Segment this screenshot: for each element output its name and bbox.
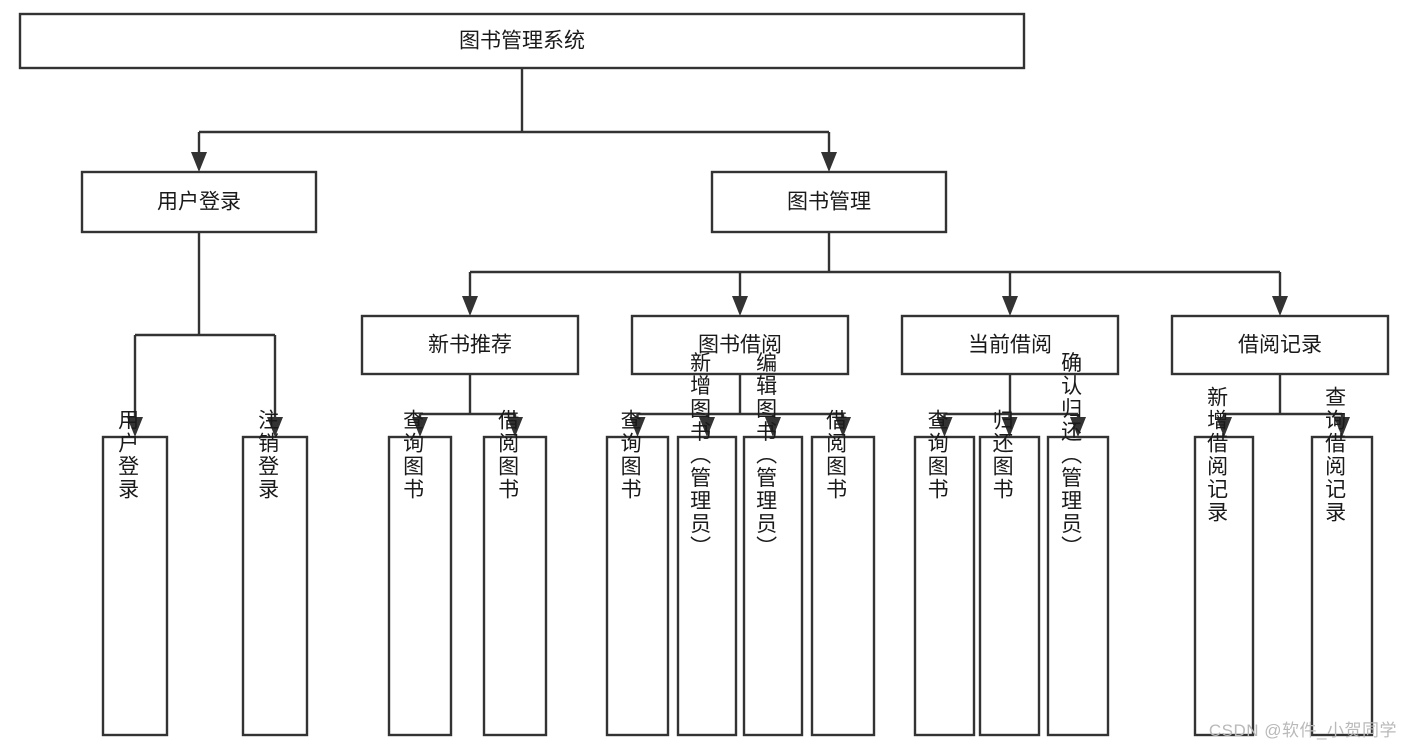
- node-leaf-query-book-borrow[interactable]: 查询图书: [605, 409, 670, 737]
- node-box-book-borrow: [630, 314, 850, 376]
- node-box-leaf-query-book-borrow: [605, 435, 670, 737]
- node-book-borrow[interactable]: 图书借阅: [630, 314, 850, 376]
- node-label-root: 图书管理系统: [459, 30, 585, 53]
- arrow-head-icon: [1001, 417, 1018, 437]
- node-box-leaf-return-book: [978, 435, 1041, 737]
- node-leaf-borrow-book-recommend[interactable]: 借阅图书: [482, 409, 548, 737]
- node-label-current-borrow: 当前借阅: [968, 334, 1052, 357]
- node-leaf-add-book-admin[interactable]: 新增图书（管理员）: [676, 352, 738, 737]
- node-label-leaf-query-borrow-record: 查询借阅记录: [1323, 386, 1347, 524]
- node-leaf-query-book-recommend[interactable]: 查询图书: [387, 409, 453, 737]
- node-leaf-confirm-return-admin[interactable]: 确认归还（管理员）: [1046, 352, 1110, 737]
- arrow-head-icon: [1334, 417, 1350, 437]
- node-box-leaf-borrow-book-recommend: [482, 435, 548, 737]
- node-box-leaf-confirm-return-admin: [1046, 435, 1110, 737]
- node-label-book-borrow: 图书借阅: [698, 334, 782, 357]
- node-user-login[interactable]: 用户登录: [80, 170, 318, 234]
- node-box-leaf-add-borrow-record: [1193, 435, 1255, 737]
- node-box-leaf-query-book-recommend: [387, 435, 453, 737]
- node-box-leaf-user-login: [101, 435, 169, 737]
- node-label-leaf-borrow-book: 借阅图书: [824, 409, 848, 501]
- arrow-head-icon: [1002, 296, 1018, 316]
- node-label-borrow-record: 借阅记录: [1238, 334, 1322, 357]
- arrow-head-icon: [629, 417, 646, 437]
- node-leaf-return-book[interactable]: 归还图书: [978, 409, 1041, 737]
- node-borrow-record[interactable]: 借阅记录: [1170, 314, 1390, 376]
- node-label-leaf-user-login: 用户登录: [116, 409, 140, 501]
- arrow-head-icon: [1272, 296, 1288, 316]
- connector-layer: [127, 68, 1350, 437]
- arrow-head-icon: [732, 296, 748, 316]
- node-book-manage[interactable]: 图书管理: [710, 170, 948, 234]
- node-label-leaf-edit-book-admin: 编辑图书（管理员）: [754, 352, 778, 559]
- arrow-head-icon: [821, 152, 837, 172]
- arrow-head-icon: [462, 296, 478, 316]
- node-leaf-edit-book-admin[interactable]: 编辑图书（管理员）: [742, 352, 804, 737]
- node-label-new-book-recommend: 新书推荐: [428, 334, 512, 357]
- node-leaf-user-login[interactable]: 用户登录: [101, 409, 169, 737]
- node-leaf-user-logout[interactable]: 注销登录: [241, 409, 309, 737]
- node-box-new-book-recommend: [360, 314, 580, 376]
- node-label-leaf-confirm-return-admin: 确认归还（管理员）: [1059, 352, 1083, 559]
- node-box-leaf-add-book-admin: [676, 435, 738, 737]
- arrow-head-icon: [699, 417, 715, 437]
- node-root[interactable]: 图书管理系统: [18, 12, 1026, 70]
- node-box-book-manage: [710, 170, 948, 234]
- node-box-leaf-user-logout: [241, 435, 309, 737]
- arrow-head-icon: [835, 417, 851, 437]
- node-label-leaf-add-book-admin: 新增图书（管理员）: [688, 352, 712, 559]
- node-box-leaf-query-borrow-record: [1310, 435, 1374, 737]
- node-label-leaf-borrow-book-recommend: 借阅图书: [496, 409, 520, 501]
- node-new-book-recommend[interactable]: 新书推荐: [360, 314, 580, 376]
- arrow-head-icon: [1216, 417, 1232, 437]
- node-leaf-query-borrow-record[interactable]: 查询借阅记录: [1310, 386, 1374, 737]
- node-box-leaf-edit-book-admin: [742, 435, 804, 737]
- arrow-head-icon: [936, 417, 953, 437]
- node-label-leaf-return-book: 归还图书: [990, 409, 1014, 501]
- node-leaf-borrow-book[interactable]: 借阅图书: [810, 409, 876, 737]
- node-box-current-borrow: [900, 314, 1120, 376]
- node-layer: 图书管理系统用户登录图书管理新书推荐图书借阅当前借阅借阅记录用户登录注销登录查询…: [18, 12, 1390, 737]
- node-leaf-query-book-current[interactable]: 查询图书: [913, 409, 976, 737]
- node-box-root: [18, 12, 1026, 70]
- arrow-head-icon: [1070, 417, 1086, 437]
- arrow-head-icon: [267, 417, 283, 437]
- node-label-user-login: 用户登录: [157, 191, 241, 214]
- arrow-head-icon: [412, 417, 428, 437]
- node-label-leaf-query-book-borrow: 查询图书: [618, 409, 642, 501]
- node-label-leaf-query-book-recommend: 查询图书: [401, 409, 425, 501]
- arrow-head-icon: [127, 417, 143, 437]
- node-label-leaf-query-book-current: 查询图书: [925, 409, 949, 501]
- node-leaf-add-borrow-record[interactable]: 新增借阅记录: [1193, 386, 1255, 737]
- arrow-head-icon: [765, 417, 781, 437]
- node-label-leaf-add-borrow-record: 新增借阅记录: [1205, 386, 1229, 524]
- node-box-borrow-record: [1170, 314, 1390, 376]
- node-label-leaf-user-logout: 注销登录: [256, 409, 280, 501]
- node-box-user-login: [80, 170, 318, 234]
- node-box-leaf-query-book-current: [913, 435, 976, 737]
- node-label-book-manage: 图书管理: [787, 191, 871, 214]
- arrow-head-icon: [507, 417, 523, 437]
- arrow-head-icon: [191, 152, 207, 172]
- node-current-borrow[interactable]: 当前借阅: [900, 314, 1120, 376]
- node-box-leaf-borrow-book: [810, 435, 876, 737]
